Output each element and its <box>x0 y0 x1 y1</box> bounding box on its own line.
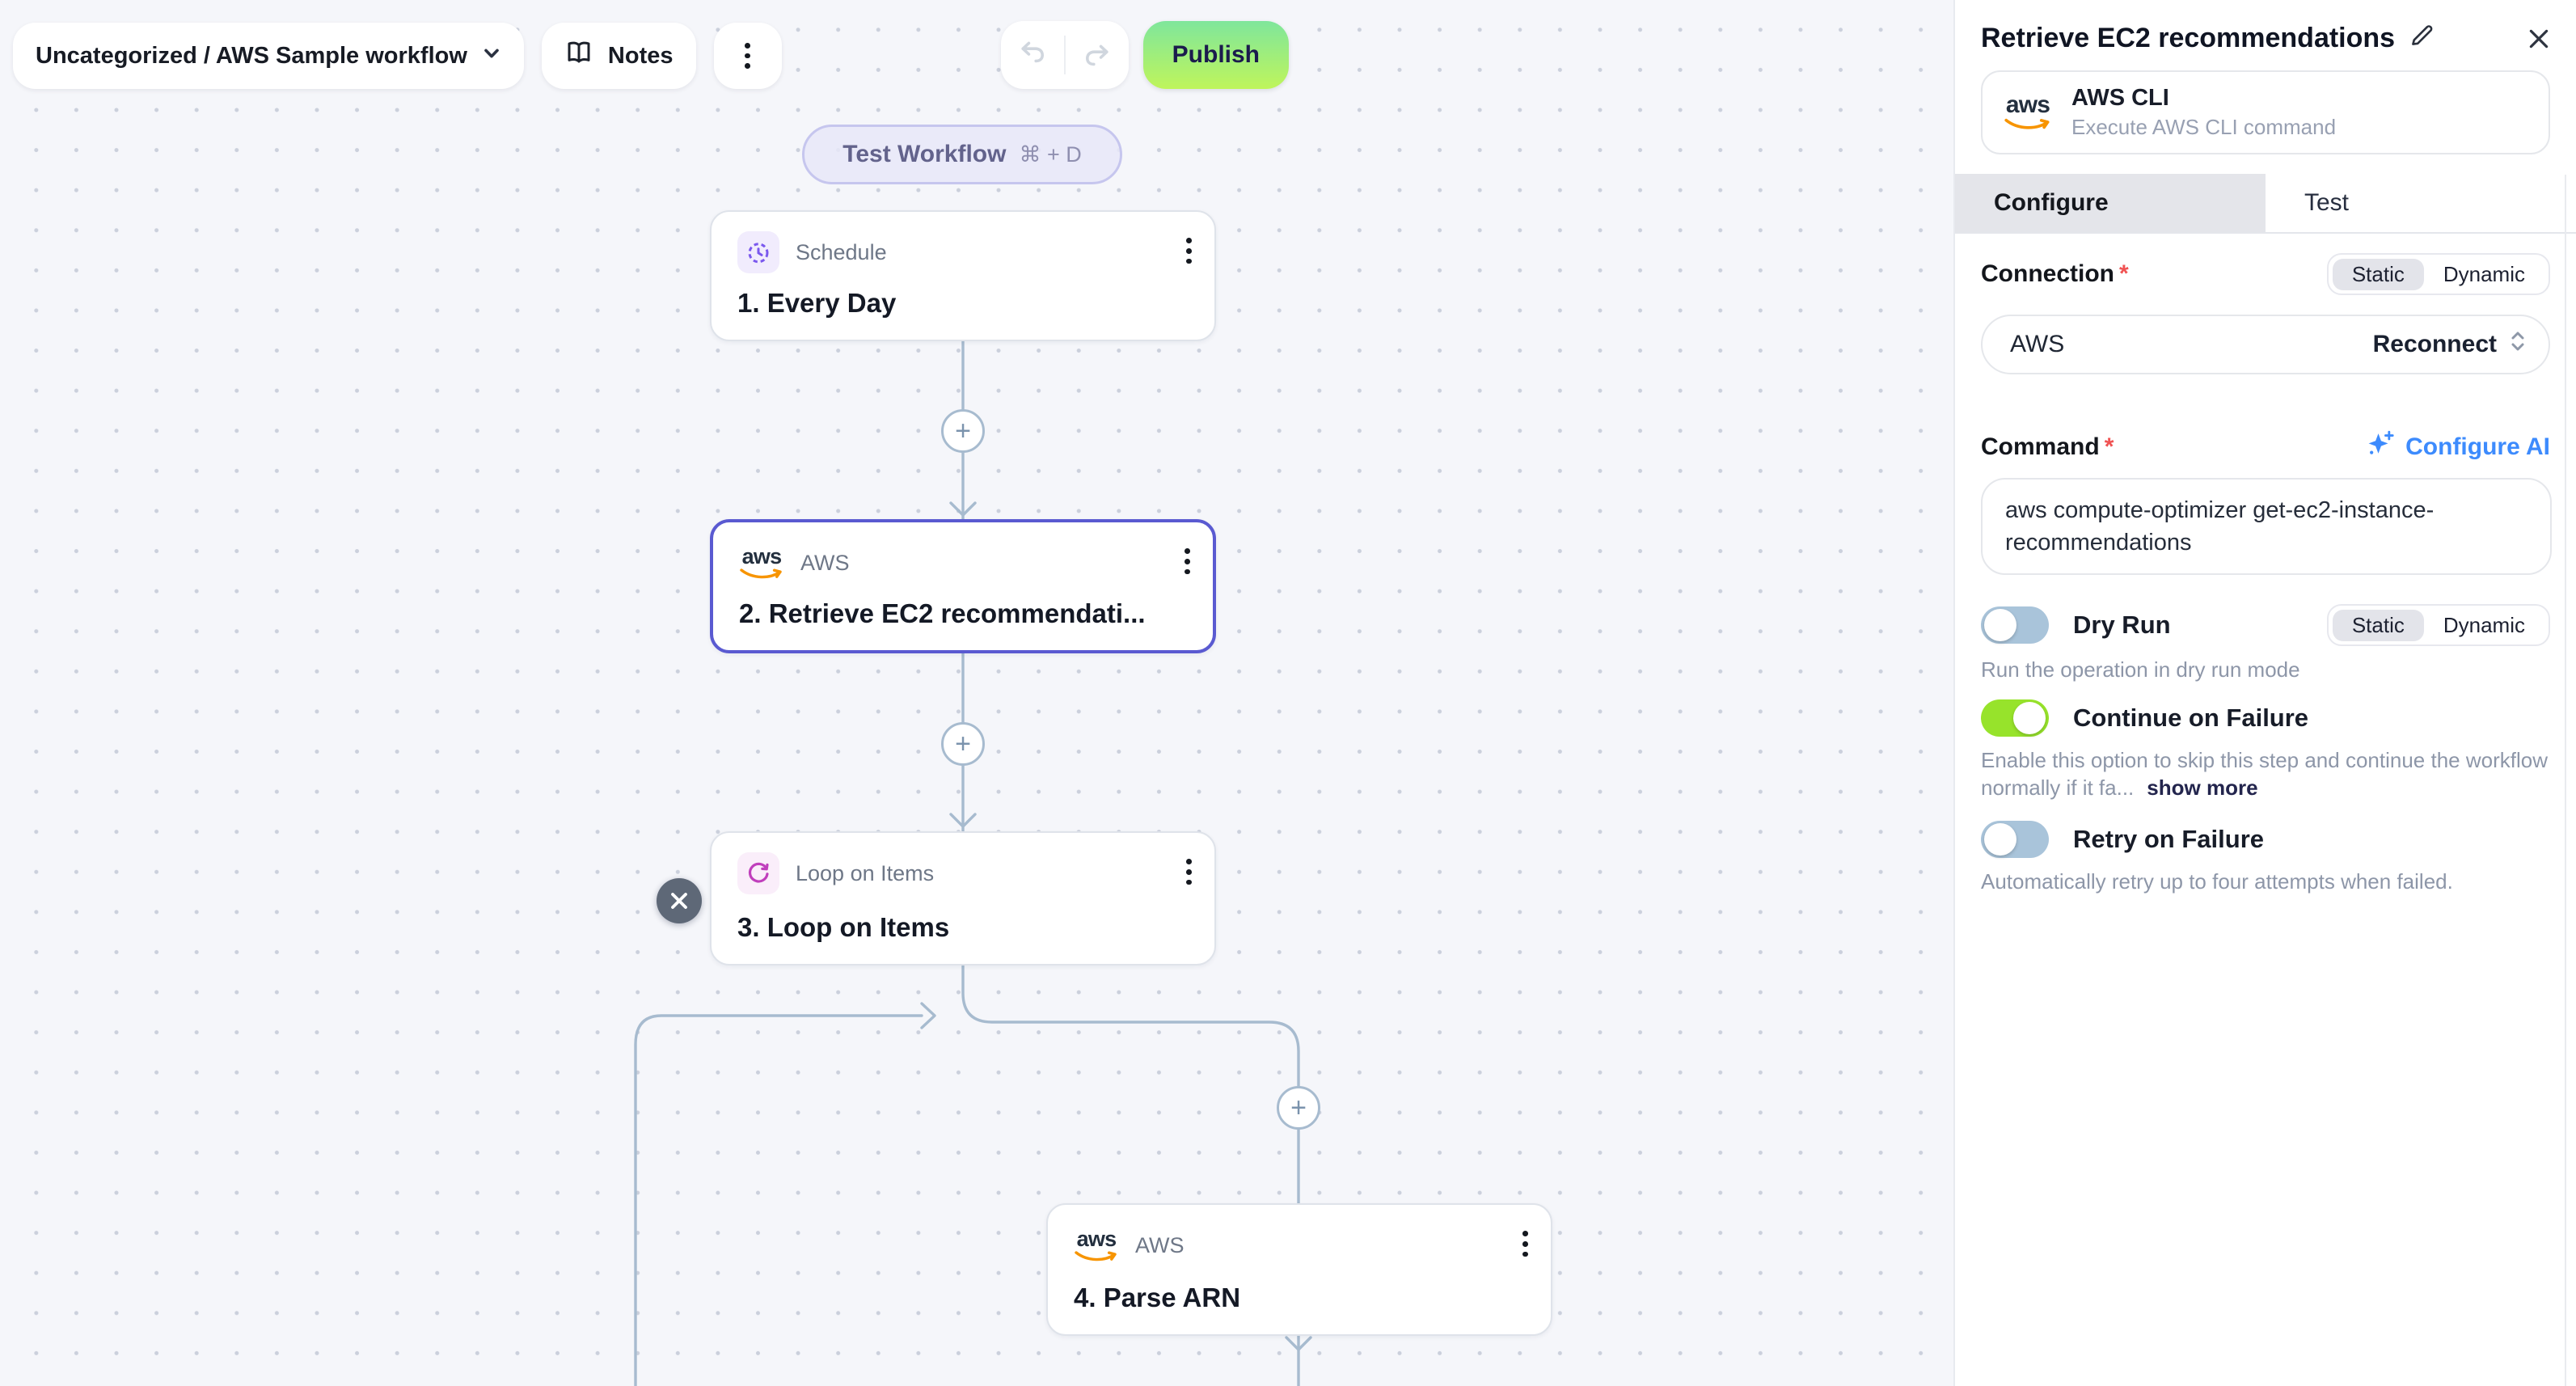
arrowhead-node3 <box>949 813 977 828</box>
notes-label: Notes <box>607 42 674 69</box>
canvas-toolbar-right: Publish <box>1000 21 1289 89</box>
node-title: 3. Loop on Items <box>737 912 950 942</box>
command-input[interactable]: aws compute-optimizer get-ec2-instance-r… <box>1981 478 2552 575</box>
node-app-label: Loop on Items <box>796 860 935 885</box>
reconnect-action[interactable]: Reconnect <box>2372 331 2497 357</box>
show-more-link[interactable]: show more <box>2147 775 2258 800</box>
add-step-button[interactable]: + <box>941 722 985 766</box>
loop-return-edge <box>634 1014 923 1386</box>
continue-on-failure-description: Enable this option to skip this step and… <box>1981 748 2548 800</box>
panel-scroll-track <box>2565 175 2566 1386</box>
aws-logo: aws <box>2004 93 2052 132</box>
node-parse-arn[interactable]: aws AWS 4. Parse ARN <box>1046 1203 1552 1336</box>
node-menu-button[interactable] <box>1185 548 1190 575</box>
book-icon <box>564 40 593 72</box>
dry-run-description: Run the operation in dry run mode <box>1981 657 2300 682</box>
test-workflow-shortcut: ⌘ + D <box>1019 142 1082 167</box>
continue-on-failure-label: Continue on Failure <box>2073 704 2309 732</box>
node-loop-on-items[interactable]: Loop on Items 3. Loop on Items <box>710 831 1216 966</box>
add-step-button[interactable]: + <box>1277 1086 1320 1130</box>
redo-button[interactable] <box>1066 43 1129 67</box>
dry-run-mode-switch: Static Dynamic <box>2326 604 2550 646</box>
undo-redo-group <box>1000 21 1129 89</box>
close-icon <box>670 886 688 916</box>
test-workflow-label: Test Workflow <box>842 141 1007 167</box>
workflow-selector-label: Uncategorized / AWS Sample workflow <box>36 42 467 69</box>
connection-mode-switch: Static Dynamic <box>2326 253 2550 295</box>
node-title: 2. Retrieve EC2 recommendati... <box>739 598 1146 628</box>
edit-pencil-icon[interactable] <box>2409 23 2434 54</box>
node-app-label: Schedule <box>796 239 887 264</box>
command-label: Command* <box>1981 433 2114 460</box>
required-asterisk: * <box>2119 260 2129 287</box>
canvas-toolbar-left: Uncategorized / AWS Sample workflow Note… <box>13 23 782 89</box>
retry-on-failure-toggle[interactable] <box>1981 821 2049 858</box>
workflow-canvas[interactable]: Uncategorized / AWS Sample workflow Note… <box>0 0 1953 1386</box>
node-menu-button[interactable] <box>1186 238 1192 264</box>
panel-header: Retrieve EC2 recommendations <box>1955 0 2576 54</box>
retry-on-failure-description: Automatically retry up to four attempts … <box>1981 869 2453 894</box>
app-description: Execute AWS CLI command <box>2071 115 2337 139</box>
node-menu-button[interactable] <box>1522 1231 1528 1257</box>
tab-configure[interactable]: Configure <box>1955 174 2266 232</box>
configure-ai-label: Configure AI <box>2405 433 2550 460</box>
static-option[interactable]: Static <box>2332 258 2424 290</box>
node-retrieve-ec2-recommendations[interactable]: aws AWS 2. Retrieve EC2 recommendati... <box>710 519 1216 653</box>
step-title: Retrieve EC2 recommendations <box>1981 23 2396 53</box>
add-step-button[interactable]: + <box>941 409 985 453</box>
connection-select[interactable]: AWS Reconnect <box>1981 315 2550 374</box>
workflow-selector-dropdown[interactable]: Uncategorized / AWS Sample workflow <box>13 23 524 89</box>
undo-redo-divider <box>1063 36 1066 74</box>
node-schedule[interactable]: Schedule 1. Every Day <box>710 210 1216 341</box>
sparkle-icon <box>2365 429 2396 466</box>
schedule-clock-icon <box>737 231 779 273</box>
loop-return-arrowhead <box>920 1002 936 1029</box>
arrowhead-below-node4 <box>1285 1336 1312 1351</box>
dynamic-option[interactable]: Dynamic <box>2443 612 2525 637</box>
select-chevrons-icon <box>2510 328 2526 361</box>
app-info-card: aws AWS CLI Execute AWS CLI command <box>1981 70 2550 154</box>
configure-form: Connection* Static Dynamic AWS Reconnect… <box>1955 234 2576 895</box>
workflow-more-menu-button[interactable] <box>713 23 782 89</box>
node-menu-button[interactable] <box>1186 859 1192 885</box>
kebab-menu-icon <box>745 42 750 70</box>
node-title: 4. Parse ARN <box>1074 1282 1241 1312</box>
aws-logo: aws <box>739 545 784 581</box>
required-asterisk: * <box>2104 433 2114 460</box>
test-workflow-button[interactable]: Test Workflow ⌘ + D <box>802 125 1122 184</box>
node-title: 1. Every Day <box>737 288 897 318</box>
publish-button[interactable]: Publish <box>1142 21 1289 89</box>
node-app-label: AWS <box>800 550 850 575</box>
arrowhead-node2 <box>949 501 977 517</box>
remove-loop-button[interactable] <box>657 878 702 923</box>
app-name: AWS CLI <box>2071 85 2169 111</box>
undo-button[interactable] <box>1001 40 1064 70</box>
edge-node3-node4 <box>961 964 1300 1205</box>
node-app-label: AWS <box>1135 1232 1185 1257</box>
dynamic-option[interactable]: Dynamic <box>2443 261 2525 286</box>
connection-label: Connection* <box>1981 260 2129 287</box>
aws-logo: aws <box>1074 1228 1119 1263</box>
dry-run-label: Dry Run <box>2073 611 2171 639</box>
continue-on-failure-toggle[interactable] <box>1981 699 2049 737</box>
dry-run-toggle[interactable] <box>1981 606 2049 644</box>
chevron-down-icon <box>482 43 501 70</box>
redo-icon <box>1083 43 1111 67</box>
close-panel-button[interactable] <box>2527 27 2550 50</box>
panel-tabs: Configure Test <box>1955 174 2576 234</box>
publish-label: Publish <box>1172 41 1260 68</box>
connection-value: AWS <box>2010 331 2065 357</box>
static-option[interactable]: Static <box>2332 609 2424 641</box>
undo-icon <box>1019 40 1046 70</box>
tab-test[interactable]: Test <box>2304 189 2350 216</box>
step-config-panel: Retrieve EC2 recommendations aws AWS CLI… <box>1953 0 2576 1386</box>
connector-lines <box>634 340 1312 1386</box>
configure-ai-button[interactable]: Configure AI <box>2365 429 2550 466</box>
loop-icon <box>737 852 779 894</box>
notes-button[interactable]: Notes <box>541 23 696 89</box>
retry-on-failure-label: Retry on Failure <box>2073 825 2264 853</box>
